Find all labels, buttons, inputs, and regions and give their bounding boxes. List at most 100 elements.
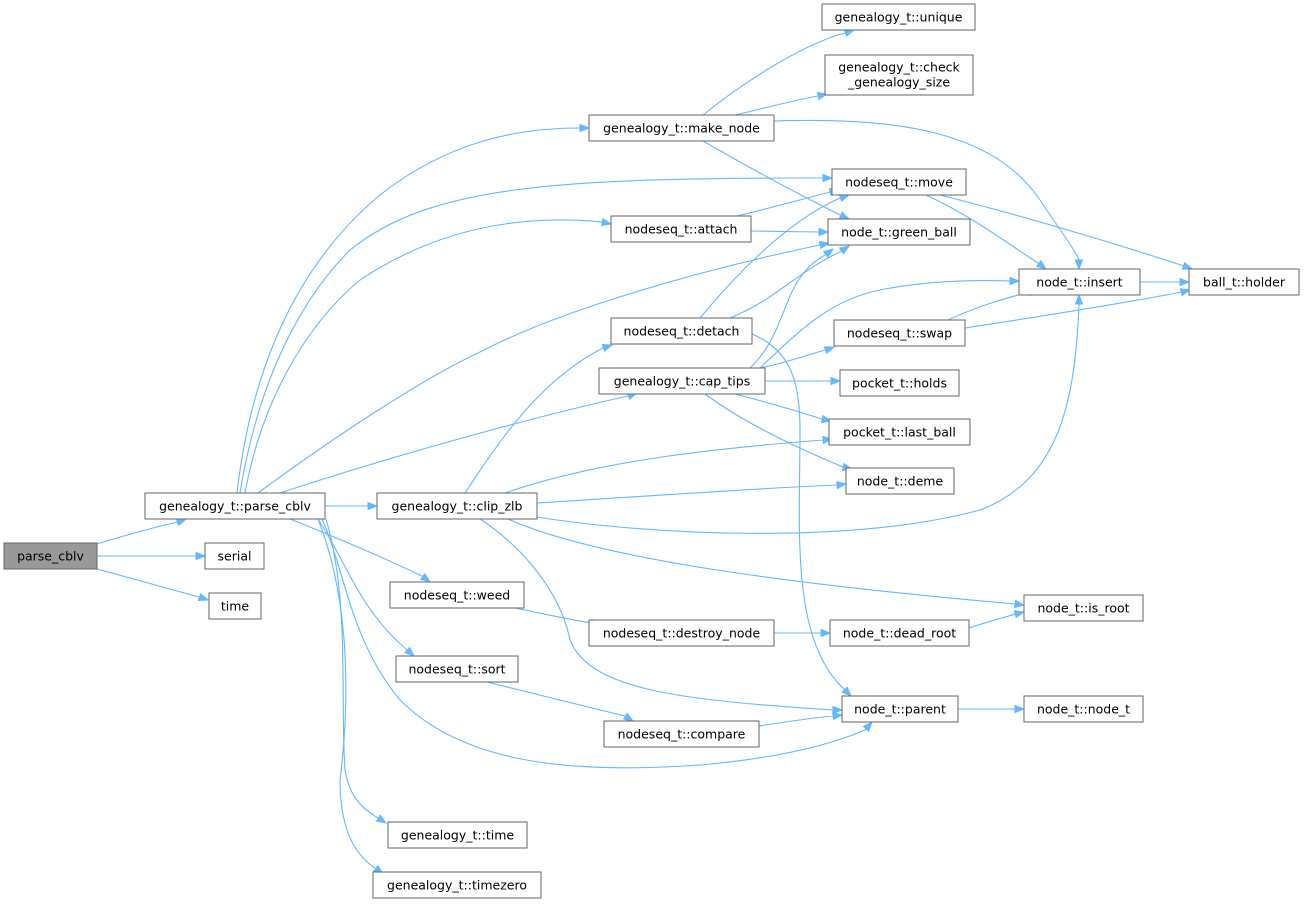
edge-cap-tips-to-last-ball	[734, 393, 833, 424]
edge-gpc-to-weed	[289, 518, 432, 583]
edge-make-node-to-insert	[773, 119, 1084, 271]
node-node-parent[interactable]: node_t::parent	[841, 695, 959, 723]
node-node-insert[interactable]: node_t::insert	[1018, 268, 1141, 296]
node-label: node_t::node_t	[1037, 702, 1130, 717]
arrowhead-icon	[838, 211, 851, 220]
node-genealogy-clip-zlb[interactable]: genealogy_t::clip_zlb	[376, 492, 538, 520]
node-serial[interactable]: serial	[204, 542, 265, 570]
node-label: genealogy_t::parse_cblv	[159, 499, 311, 514]
node-label: genealogy_t::make_node	[603, 121, 760, 136]
arrowhead-icon	[1179, 288, 1192, 297]
arrowhead-icon	[1179, 277, 1191, 287]
edge-move-to-insert	[925, 194, 1048, 270]
edge-gpc-to-clip-zlb	[325, 501, 379, 511]
arrowhead-icon	[601, 343, 614, 353]
node-label: genealogy_t::unique	[835, 10, 963, 25]
arrowhead-icon	[820, 628, 832, 638]
edge-parse-cblv-to-serial	[97, 551, 207, 561]
arrowhead-icon	[843, 28, 856, 38]
node-genealogy-parse-cblv[interactable]: genealogy_t::parse_cblv	[144, 492, 326, 520]
arrowhead-icon	[1074, 293, 1084, 305]
node-label: _genealogy_size	[847, 75, 950, 90]
edge-clip-zlb-to-insert	[536, 293, 1084, 534]
node-pocket-last-ball[interactable]: pocket_t::last_ball	[828, 418, 971, 446]
node-label: node_t::dead_root	[843, 626, 956, 641]
node-label: nodeseq_t::compare	[618, 727, 746, 742]
node-pocket-holds[interactable]: pocket_t::holds	[839, 369, 960, 397]
node-label: node_t::is_root	[1037, 601, 1129, 616]
edge-clip-zlb-to-detach	[464, 343, 614, 494]
node-nodeseq-detach[interactable]: nodeseq_t::detach	[610, 317, 753, 345]
node-node-deme[interactable]: node_t::deme	[845, 467, 955, 495]
node-ball-holder[interactable]: ball_t::holder	[1188, 268, 1300, 296]
edge-dead-root-to-is-root	[968, 610, 1026, 629]
arrowhead-icon	[367, 501, 379, 511]
node-node-is-root[interactable]: node_t::is_root	[1023, 594, 1144, 622]
arrowhead-icon	[822, 248, 835, 259]
edge-destroy-node-to-dead-root	[774, 628, 832, 638]
node-nodeseq-destroy-node[interactable]: nodeseq_t::destroy_node	[588, 619, 775, 647]
node-node-green-ball[interactable]: node_t::green_ball	[827, 218, 971, 246]
edge-gpc-to-parent	[321, 518, 873, 769]
node-label: node_t::green_ball	[841, 225, 957, 240]
node-label: genealogy_t::timezero	[387, 878, 527, 893]
edge-gpc-to-gtime	[325, 518, 388, 824]
arrowhead-icon	[822, 435, 834, 445]
arrowhead-icon	[830, 376, 842, 386]
node-genealogy-check-genealogy-size[interactable]: genealogy_t::check _genealogy_size	[824, 54, 974, 96]
arrowhead-icon	[1013, 610, 1026, 619]
node-node-node-t[interactable]: node_t::node_t	[1023, 695, 1144, 723]
node-label: parse_cblv	[17, 549, 84, 564]
edge-clip-zlb-to-deme	[536, 480, 848, 504]
edge-cap-tips-to-swap	[759, 346, 836, 369]
node-nodeseq-weed[interactable]: nodeseq_t::weed	[389, 581, 525, 609]
arrowhead-icon	[1014, 599, 1026, 609]
node-nodeseq-sort[interactable]: nodeseq_t::sort	[395, 655, 519, 683]
node-label: genealogy_t::check	[838, 60, 960, 75]
node-label: pocket_t::holds	[852, 376, 947, 391]
node-nodeseq-compare[interactable]: nodeseq_t::compare	[603, 720, 760, 748]
node-node-dead-root[interactable]: node_t::dead_root	[829, 619, 970, 647]
node-genealogy-unique[interactable]: genealogy_t::unique	[821, 3, 976, 31]
node-genealogy-cap-tips[interactable]: genealogy_t::cap_tips	[598, 367, 766, 395]
node-label: node_t::insert	[1036, 275, 1123, 290]
node-label: nodeseq_t::detach	[624, 324, 740, 339]
node-label: nodeseq_t::move	[845, 175, 953, 190]
edge-parse-cblv-to-time	[96, 568, 210, 602]
arrowhead-icon	[838, 193, 851, 203]
node-label: genealogy_t::time	[401, 828, 514, 843]
node-nodeseq-attach[interactable]: nodeseq_t::attach	[610, 215, 752, 243]
edge-gpc-to-move	[239, 173, 834, 494]
arrowhead-icon	[841, 686, 852, 697]
node-label: node_t::deme	[857, 474, 944, 489]
arrowhead-icon	[823, 346, 836, 355]
arrowhead-icon	[1035, 259, 1048, 270]
node-genealogy-make-node[interactable]: genealogy_t::make_node	[588, 114, 775, 142]
arrowhead-icon	[197, 592, 210, 602]
node-nodeseq-move[interactable]: nodeseq_t::move	[831, 168, 967, 196]
arrowhead-icon	[375, 814, 388, 824]
node-genealogy-time[interactable]: genealogy_t::time	[387, 821, 528, 849]
call-graph-nodes: parse_cblv serial time genealogy_t::pars…	[3, 3, 1300, 899]
call-graph-edges	[96, 28, 1194, 875]
edge-clip-zlb-to-parent	[479, 518, 844, 715]
node-genealogy-timezero[interactable]: genealogy_t::timezero	[372, 871, 542, 899]
arrowhead-icon	[832, 705, 844, 715]
node-label: ball_t::holder	[1203, 275, 1286, 290]
edge-swap-to-holder	[964, 288, 1192, 329]
edge-make-node-to-green-ball	[702, 140, 851, 220]
edge-attach-to-green-ball	[750, 227, 830, 237]
node-time[interactable]: time	[208, 592, 262, 620]
node-label: time	[221, 599, 250, 614]
node-label: genealogy_t::clip_zlb	[392, 499, 523, 514]
edge-cap-tips-to-green-ball	[749, 248, 835, 369]
arrowhead-icon	[175, 518, 188, 527]
edge-sort-to-compare	[486, 681, 635, 722]
node-parse-cblv[interactable]: parse_cblv	[3, 542, 98, 570]
edge-gpc-to-green-ball	[257, 240, 831, 494]
edge-clip-zlb-to-is-root	[507, 518, 1026, 609]
arrowhead-icon	[862, 720, 873, 732]
arrowhead-icon	[818, 240, 831, 250]
node-label: nodeseq_t::sort	[408, 662, 505, 677]
node-nodeseq-swap[interactable]: nodeseq_t::swap	[833, 319, 966, 347]
